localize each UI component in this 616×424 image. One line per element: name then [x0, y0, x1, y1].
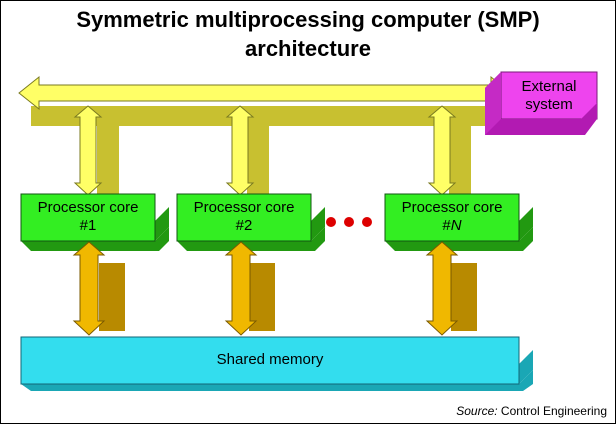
external-system-label-line-2: system [525, 96, 573, 113]
mem-link-n-arrow [425, 241, 459, 336]
processor-2-label: Processor core #2 [177, 199, 311, 235]
processor-2-label-hash: # [235, 217, 244, 234]
processor-1-label-line-1: Processor core [37, 199, 139, 216]
external-system-label: External system [501, 78, 597, 114]
shared-memory-label: Shared memory [216, 351, 324, 368]
mem-link-1-shadow [99, 263, 125, 331]
processor-n-label: Processor core #N [385, 199, 519, 235]
processor-2-label-line-2: #2 [177, 217, 311, 235]
ellipsis-dots [326, 217, 372, 227]
diagram-title-line-2: architecture [245, 36, 371, 61]
bus-link-2-shadow [247, 121, 269, 201]
processor-1-label: Processor core #1 [21, 199, 155, 235]
processor-2-face [176, 193, 312, 242]
processor-n-face [384, 193, 520, 242]
processor-1-face [20, 193, 156, 242]
source-credit-label: Source: [456, 404, 498, 418]
mem-link-2-arrow [224, 241, 258, 336]
ellipsis-dot-2 [344, 217, 354, 227]
bus-link-1-shadow [97, 121, 119, 201]
processor-2-label-number: 2 [244, 217, 253, 234]
shared-memory-shadow-bottom [21, 370, 533, 391]
ellipsis-dot-3 [362, 217, 372, 227]
processor-2-label-line-1: Processor core [193, 199, 295, 216]
processor-1-label-hash: # [79, 217, 88, 234]
mem-link-n-shadow [451, 263, 477, 331]
diagram-title-line-1: Symmetric multiprocessing computer (SMP) [76, 7, 540, 32]
mem-link-2-shadow [249, 263, 275, 331]
source-credit-value: Control Engineering [500, 404, 607, 418]
processor-n-label-line-1: Processor core [401, 199, 503, 216]
external-system-3d-bottom [485, 103, 597, 135]
external-system-box [485, 71, 598, 135]
processor-n-label-number: N [450, 217, 462, 234]
processor-1-label-line-2: #1 [21, 217, 155, 235]
system-bus-shadow [31, 106, 487, 126]
processor-2-shadow-bottom [177, 227, 325, 251]
processor-n-shadow-bottom [385, 227, 533, 251]
processor-n-label-line-2: #N [385, 217, 519, 235]
source-credit: Source: Control Engineering [456, 404, 607, 418]
processor-memory-links [72, 241, 477, 336]
mem-link-1-arrow [72, 241, 106, 336]
bus-link-n-shadow [449, 121, 471, 201]
shared-memory-face [20, 336, 520, 385]
processor-n-label-hash: # [442, 217, 451, 234]
external-system-label-line-1: External [521, 78, 577, 95]
shared-memory-box [20, 336, 533, 391]
ellipsis-dot-1 [326, 217, 336, 227]
external-system-3d-left [485, 72, 501, 135]
processor-1-label-number: 1 [88, 217, 97, 234]
processor-boxes [20, 193, 533, 251]
system-bus [18, 75, 512, 126]
processor-1-shadow-bottom [21, 227, 169, 251]
system-bus-arrow [18, 75, 512, 111]
